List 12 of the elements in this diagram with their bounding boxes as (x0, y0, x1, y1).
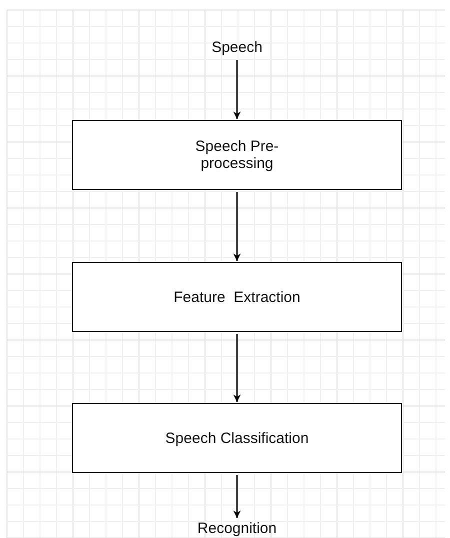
arrow (233, 475, 241, 518)
arrow (233, 60, 241, 119)
flow-label: Recognition (177, 519, 297, 538)
box-label: Speech Pre-processing (194, 138, 280, 172)
process-box (72, 120, 402, 190)
process-box (72, 403, 402, 473)
process-box (72, 262, 402, 332)
arrow (233, 334, 241, 402)
box-label: Feature Extraction (174, 288, 300, 306)
box-label: Speech Classification (165, 430, 309, 446)
arrow (233, 192, 241, 261)
flow-label: Speech (197, 36, 277, 58)
